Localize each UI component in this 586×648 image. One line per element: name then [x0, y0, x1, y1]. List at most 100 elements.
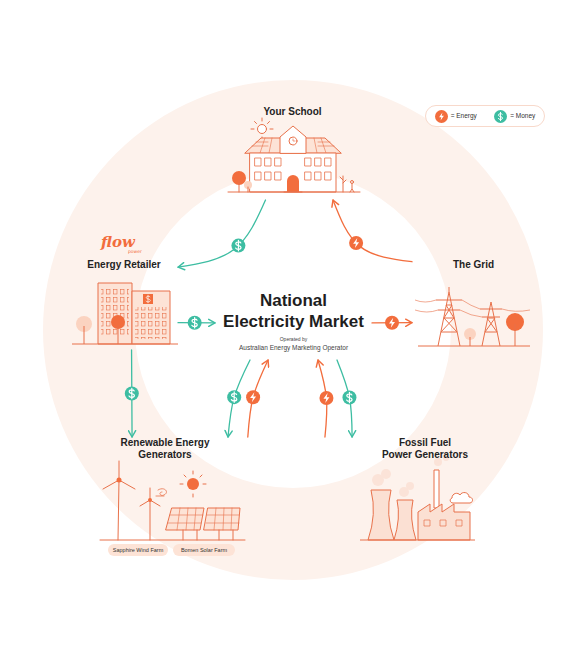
school-illustration [351, 181, 354, 184]
retailer-buildings [135, 307, 168, 339]
flow-connector [372, 316, 412, 330]
flow-icon [319, 391, 333, 405]
retailer-logo-sub: power [128, 249, 142, 254]
fossil-plant-illustration [406, 482, 414, 490]
flow-connector [337, 360, 356, 437]
retailer-buildings [72, 283, 178, 344]
school-window [315, 172, 321, 180]
money-symbol [192, 318, 197, 328]
fossil-plant-illustration [368, 490, 394, 540]
market-title: National Electricity Market [220, 290, 368, 332]
flow-connector [178, 316, 215, 330]
school-window [255, 158, 261, 166]
renewable-illustration [187, 478, 199, 490]
node-heading: Fossil Fuel Power Generators [379, 437, 471, 461]
school-window [255, 172, 261, 180]
flow-icon-circle [231, 239, 245, 253]
node-heading: Your School [225, 106, 360, 118]
fossil-plant-illustration [360, 455, 475, 540]
flow-icon [385, 316, 399, 330]
swatch-circle [494, 110, 507, 123]
retailer-buildings [84, 326, 85, 344]
school-window [265, 158, 271, 166]
money-symbol [236, 240, 241, 250]
school-illustration [350, 184, 354, 192]
pylon-illustration [415, 287, 530, 346]
lightning-symbol [353, 238, 359, 248]
school-illustration [228, 118, 360, 192]
school-window [315, 158, 321, 166]
retailer-buildings [72, 344, 178, 345]
sun-icon [251, 118, 273, 140]
node-heading: Energy Retailer [70, 259, 178, 271]
flow-icon-circle [349, 236, 363, 250]
legend-item: = Energy [435, 110, 477, 123]
flow-icon-circle [246, 390, 260, 404]
pylon-illustration [470, 337, 471, 346]
school-window [305, 158, 311, 166]
school-illustration [289, 137, 297, 145]
school-node: Your School [225, 106, 360, 200]
renewable-illustration [100, 461, 245, 540]
renewable-illustration [100, 540, 245, 541]
flow-icon [246, 390, 260, 404]
flow-arrow [178, 322, 215, 323]
operator-caption: Operated by [215, 336, 372, 342]
flow-connector [333, 200, 412, 262]
flow-icon-circle [385, 316, 399, 330]
farm-name: Sapphire Wind Farm [108, 544, 168, 556]
flow-arrow [131, 350, 133, 437]
retailer-buildings [132, 291, 170, 344]
flow-icon [188, 316, 202, 330]
legend-text: = Money [510, 112, 535, 120]
flow-icon [349, 236, 363, 250]
lightning-symbol [389, 318, 395, 328]
flow-connector [318, 360, 333, 437]
sun-icon [251, 118, 273, 140]
flow-connector [227, 360, 250, 437]
money-symbol [231, 392, 236, 402]
flow-icon-circle [342, 391, 356, 405]
school-window [325, 172, 331, 180]
school-window [275, 172, 281, 180]
swatch-symbol [498, 112, 502, 120]
school-illustration [239, 180, 240, 192]
fossil-plant-illustration [450, 493, 472, 503]
school-window [325, 158, 331, 166]
money-symbol [129, 388, 134, 398]
cycle-ring [43, 80, 543, 580]
school-window [265, 172, 271, 180]
fossil-plant-illustration [418, 504, 470, 540]
farm-pill: Sapphire Wind Farm [108, 544, 168, 556]
renewable-illustration [148, 498, 152, 502]
renewable-illustration [204, 508, 240, 530]
connector-group [125, 200, 412, 437]
legend-text: = Energy [451, 112, 477, 120]
pylon-illustration [480, 302, 502, 346]
school-illustration [287, 175, 299, 192]
flow-icon-circle [188, 316, 202, 330]
lightning-symbol [250, 392, 256, 402]
fossil-node: Fossil Fuel Power Generators [310, 437, 540, 560]
school-illustration [293, 139, 295, 141]
lightning-symbol [439, 112, 444, 120]
school-window [305, 172, 311, 180]
flow-icon [342, 391, 356, 405]
operator-name: Australian Energy Marketing Operator [215, 344, 372, 352]
legend-swatch [435, 110, 448, 123]
fossil-plant-illustration [434, 470, 439, 508]
school-illustration [280, 126, 306, 153]
market-node: National Electricity MarketOperated by Au… [215, 290, 372, 360]
pylon-illustration [515, 324, 516, 346]
flow-icon [231, 239, 245, 253]
renewable-illustration [156, 489, 166, 496]
node-heading: Renewable Energy Generators [110, 437, 220, 461]
flow-arrow [228, 360, 250, 437]
flow-arrow [178, 200, 266, 267]
swatch-symbol [439, 112, 444, 120]
flow-connector [125, 350, 139, 437]
farm-name: Bomen Solar Farm [173, 544, 235, 556]
school-illustration [250, 153, 336, 192]
pylon-illustration [418, 346, 530, 347]
flow-arrow [318, 360, 327, 437]
